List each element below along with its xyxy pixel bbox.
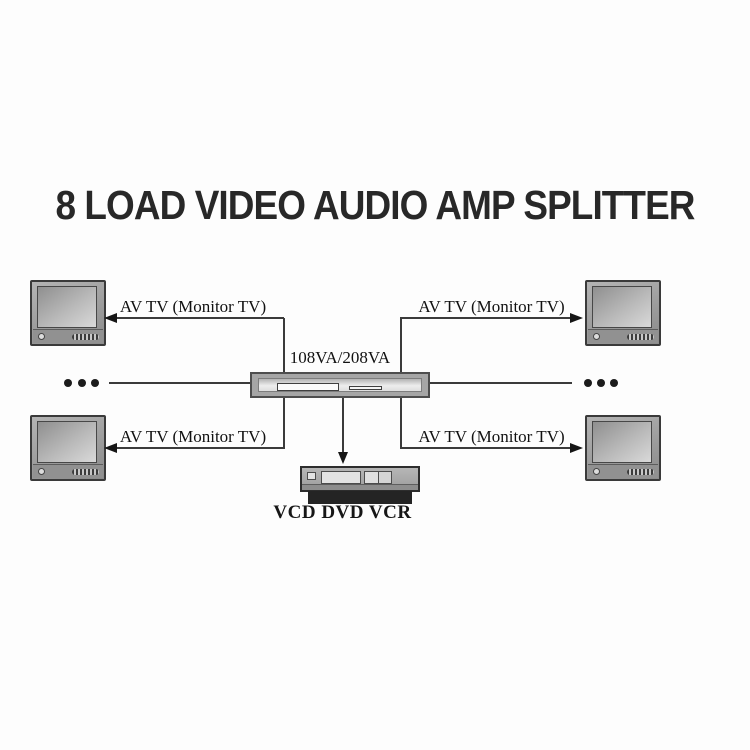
device-shadow-base	[308, 491, 412, 504]
page-title: 8 LOAD VIDEO AUDIO AMP SPLITTER	[55, 182, 695, 228]
display-window-icon	[378, 471, 392, 484]
eject-button-icon	[307, 472, 316, 480]
tv-screen	[592, 421, 652, 463]
arrowhead-left-icon	[104, 443, 117, 453]
wire-top-right-horizontal	[400, 317, 572, 319]
arrowhead-left-icon	[104, 313, 117, 323]
disc-tray-icon	[321, 471, 361, 484]
tv-monitor-bottom-right	[585, 415, 661, 481]
ellipsis-icon	[78, 379, 86, 387]
ellipsis-icon	[91, 379, 99, 387]
display-window-icon	[364, 471, 379, 484]
wire-top-left-vertical	[283, 318, 285, 373]
source-device-label: VCD DVD VCR	[273, 502, 412, 523]
splitter-vent-icon	[349, 386, 382, 390]
device-bottom-strip	[302, 484, 418, 490]
wire-bottom-left-horizontal	[112, 447, 284, 449]
arrowhead-down-icon	[338, 452, 348, 464]
splitter-slot-icon	[277, 383, 339, 391]
tv-screen	[37, 421, 97, 463]
wire-source-vertical	[342, 398, 344, 455]
power-button-icon	[38, 333, 45, 340]
tv-monitor-top-left	[30, 280, 106, 346]
tv-monitor-top-right	[585, 280, 661, 346]
tv-buttons-icon	[72, 469, 99, 475]
arrowhead-right-icon	[570, 443, 583, 453]
tv-screen	[592, 286, 652, 328]
amp-splitter-device	[250, 372, 430, 398]
ellipsis-icon	[64, 379, 72, 387]
wire-label-bottom-right: AV TV (Monitor TV)	[418, 427, 565, 446]
splitter-front-panel	[258, 378, 422, 392]
tv-monitor-bottom-left	[30, 415, 106, 481]
wire-label-bottom-left: AV TV (Monitor TV)	[119, 427, 267, 446]
power-button-icon	[38, 468, 45, 475]
ellipsis-icon	[597, 379, 605, 387]
wire-top-right-vertical	[400, 318, 402, 373]
wire-bottom-right-horizontal	[400, 447, 572, 449]
wire-right-stub	[430, 382, 572, 384]
wire-label-top-right: AV TV (Monitor TV)	[418, 297, 565, 316]
vcd-dvd-vcr-device	[300, 466, 420, 492]
tv-buttons-icon	[72, 334, 99, 340]
tv-buttons-icon	[627, 334, 654, 340]
wire-top-left-horizontal	[112, 317, 284, 319]
tv-screen	[37, 286, 97, 328]
wire-label-top-left: AV TV (Monitor TV)	[119, 297, 267, 316]
power-button-icon	[593, 333, 600, 340]
arrowhead-right-icon	[570, 313, 583, 323]
power-button-icon	[593, 468, 600, 475]
wire-bottom-right-vertical	[400, 398, 402, 449]
wire-left-stub	[109, 382, 250, 384]
splitter-model-label: 108VA/208VA	[289, 348, 391, 367]
tv-buttons-icon	[627, 469, 654, 475]
ellipsis-icon	[584, 379, 592, 387]
ellipsis-icon	[610, 379, 618, 387]
wire-bottom-left-vertical	[283, 398, 285, 449]
